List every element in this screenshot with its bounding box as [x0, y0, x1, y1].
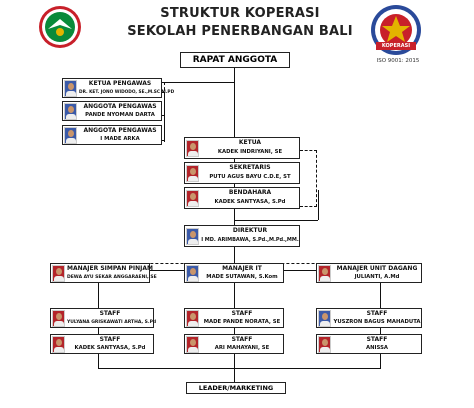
anggota-pengawas-2-title: ANGGOTA PENGAWAS — [83, 127, 157, 134]
sekretaris-name: PUTU AGUS BAYU C.D.E, ST — [209, 174, 291, 180]
avatar — [318, 265, 331, 282]
ketua-title: KETUA — [238, 139, 262, 146]
staff-name: ANISSA — [366, 345, 388, 351]
avatar — [64, 127, 77, 144]
rapat-anggota-box: RAPAT ANGGOTA — [180, 52, 290, 68]
bendahara-name: KADEK SANTYASA, S.Pd — [214, 199, 286, 205]
title-line-2: SEKOLAH PENERBANGAN BALI — [127, 24, 353, 39]
leader-marketing-box: LEADER/MARKETING — [186, 382, 286, 394]
anggota-pengawas-1-card: ANGGOTA PENGAWAS PANDE NYOMAN DARTA — [62, 101, 162, 121]
manajer-simpan-pinjam-name: DEWA AYU SEKAR ANGGARAENI, SE — [67, 275, 157, 280]
staff-card: STAFF ANISSA — [316, 334, 422, 354]
avatar — [64, 103, 77, 120]
staff-name: YUSZRON BAGUS MAHADUTA — [333, 319, 421, 325]
manajer-unit-dagang-name: JULIANTI, A.Md — [354, 274, 400, 280]
staff-name: MADE PANDE NORATA, SE — [203, 319, 281, 325]
direktur-card: DIREKTUR I MD. ARIMBAWA, S.Pd.,M.Pd.,MM. — [184, 225, 300, 247]
avatar — [186, 336, 199, 353]
manajer-it-name: MADE SUTAWAN, S.Kom — [206, 274, 278, 280]
manajer-unit-dagang-card: MANAJER UNIT DAGANG JULIANTI, A.Md — [316, 263, 422, 283]
avatar — [318, 310, 331, 327]
anggota-pengawas-2-card: ANGGOTA PENGAWAS I MADE ARKA — [62, 125, 162, 145]
staff-title: STAFF — [366, 336, 388, 343]
staff-card: STAFF KADEK SANTYASA, S.Pd — [50, 334, 154, 354]
staff-title: STAFF — [231, 336, 253, 343]
bendahara-card: BENDAHARA KADEK SANTYASA, S.Pd — [184, 187, 300, 209]
avatar — [186, 140, 199, 157]
anggota-pengawas-2-name: I MADE ARKA — [100, 136, 140, 142]
staff-title: STAFF — [99, 310, 121, 317]
staff-card: STAFF YULYANA GRISKAWATI ARTHA, S.Pd — [50, 308, 157, 328]
manajer-unit-dagang-title: MANAJER UNIT DAGANG — [336, 265, 418, 272]
iso-label: ISO 9001: 2015 — [376, 58, 420, 64]
right-logo: KOPERASI — [370, 4, 422, 56]
anggota-pengawas-1-title: ANGGOTA PENGAWAS — [83, 103, 157, 110]
avatar — [52, 310, 65, 327]
direktur-name: I MD. ARIMBAWA, S.Pd.,M.Pd.,MM. — [201, 237, 299, 243]
title-line-1: STRUKTUR KOPERASI — [160, 6, 320, 21]
anggota-pengawas-1-name: PANDE NYOMAN DARTA — [85, 112, 155, 118]
avatar — [186, 165, 199, 182]
manajer-it-card: MANAJER IT MADE SUTAWAN, S.Kom — [184, 263, 284, 283]
avatar — [52, 336, 65, 353]
avatar — [186, 310, 199, 327]
staff-name: ARI MAHAYANI, SE — [214, 345, 270, 351]
ketua-name: KADEK INDRIYANI, SE — [217, 149, 283, 155]
school-emblem-icon — [39, 6, 81, 48]
avatar — [186, 265, 199, 282]
avatar — [318, 336, 331, 353]
ketua-card: KETUA KADEK INDRIYANI, SE — [184, 137, 300, 159]
ketua-pengawas-title: KETUA PENGAWAS — [88, 80, 152, 87]
manajer-it-title: MANAJER IT — [222, 265, 262, 272]
ketua-pengawas-card: KETUA PENGAWAS DR. KET. JONO WIDODO, SE.… — [62, 78, 175, 98]
left-logo — [38, 5, 82, 49]
avatar — [52, 265, 65, 282]
manajer-simpan-pinjam-card: MANAJER SIMPAN PINJAM DEWA AYU SEKAR ANG… — [50, 263, 157, 283]
manajer-simpan-pinjam-title: MANAJER SIMPAN PINJAM — [67, 265, 153, 272]
staff-title: STAFF — [231, 310, 253, 317]
right-logo-text: KOPERASI — [376, 42, 416, 50]
avatar — [186, 190, 199, 207]
staff-card: STAFF YUSZRON BAGUS MAHADUTA — [316, 308, 422, 328]
sekretaris-title: SEKRETARIS — [229, 164, 271, 171]
staff-title: STAFF — [366, 310, 388, 317]
staff-name: YULYANA GRISKAWATI ARTHA, S.Pd — [67, 320, 157, 325]
avatar — [64, 80, 77, 97]
staff-card: STAFF ARI MAHAYANI, SE — [184, 334, 284, 354]
staff-card: STAFF MADE PANDE NORATA, SE — [184, 308, 284, 328]
staff-name: KADEK SANTYASA, S.Pd — [74, 345, 146, 351]
staff-title: STAFF — [99, 336, 121, 343]
ketua-pengawas-name: DR. KET. JONO WIDODO, SE.,M.SC M.PD — [79, 90, 175, 95]
bendahara-title: BENDAHARA — [228, 189, 272, 196]
sekretaris-card: SEKRETARIS PUTU AGUS BAYU C.D.E, ST — [184, 162, 300, 184]
direktur-title: DIREKTUR — [232, 227, 268, 234]
avatar — [186, 228, 199, 245]
